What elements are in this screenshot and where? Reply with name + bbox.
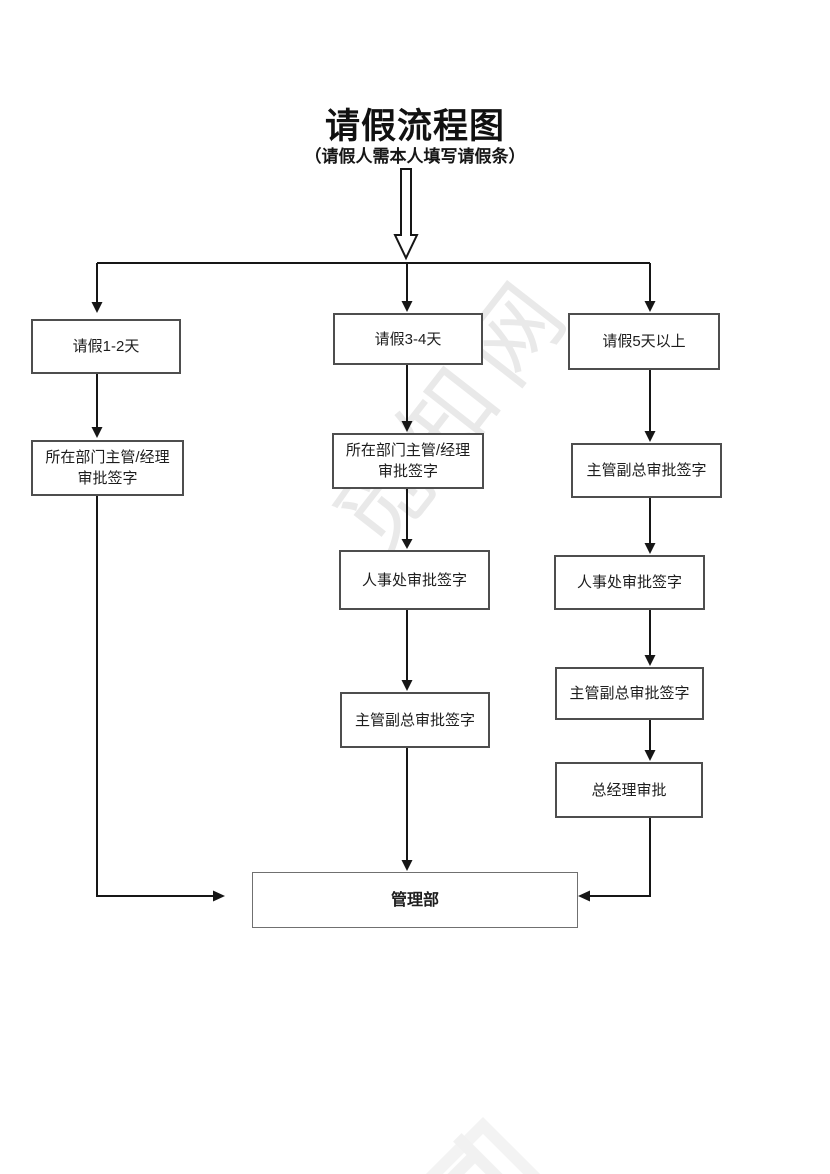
node-leave-5plus-days: 请假5天以上 (568, 313, 720, 370)
node-hr-approval: 人事处审批签字 (339, 550, 490, 610)
node-vp-approval: 主管副总审批签字 (555, 667, 704, 720)
node-hr-approval: 人事处审批签字 (554, 555, 705, 610)
start-hollow-arrow (393, 168, 419, 261)
node-dept-manager-approval: 所在部门主管/经理 审批签字 (31, 440, 184, 496)
node-vp-approval: 主管副总审批签字 (571, 443, 722, 498)
page-subtitle: （请假人需本人填写请假条） (304, 147, 526, 166)
connector-lines (96, 262, 651, 897)
node-leave-3-4-days: 请假3-4天 (333, 313, 483, 365)
node-vp-approval: 主管副总审批签字 (340, 692, 490, 748)
node-dept-manager-approval: 所在部门主管/经理 审批签字 (332, 433, 484, 489)
node-general-manager-approval: 总经理审批 (555, 762, 703, 818)
node-management-dept: 管理部 (252, 872, 578, 928)
arrowheads (91, 301, 656, 902)
node-leave-1-2-days: 请假1-2天 (31, 319, 181, 374)
page-title: 请假流程图 (324, 107, 505, 146)
